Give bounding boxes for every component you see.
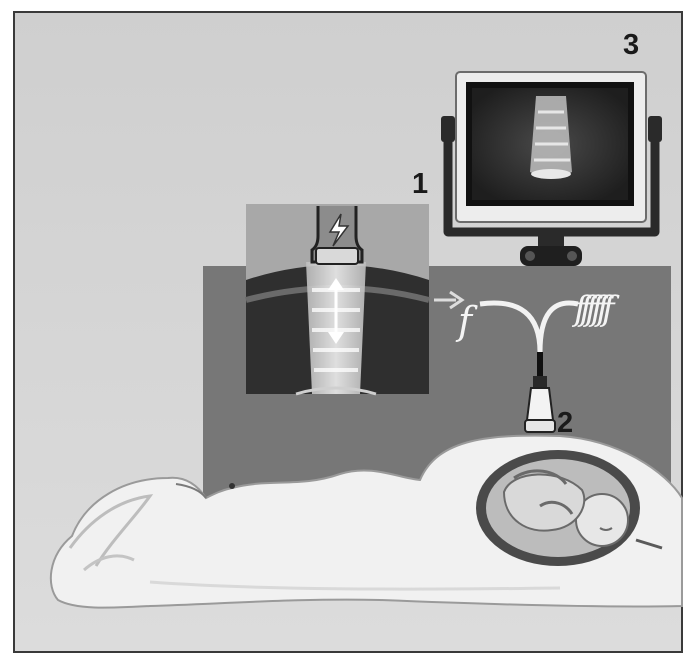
monitor-knob-right: [567, 251, 577, 261]
inset-piezo-crystal: [316, 248, 358, 264]
probe-head: [525, 420, 555, 432]
probe-handle: [527, 388, 553, 420]
callout-1: 1: [412, 168, 428, 200]
chin-mark: [229, 483, 235, 489]
probe-strain-relief: [533, 376, 547, 388]
screen-echo-highlight: [531, 169, 571, 179]
monitor-knob-left: [525, 251, 535, 261]
transducer-detail-inset: [246, 204, 429, 394]
monitor-left-hinge: [441, 116, 455, 142]
screen-ultrasound-image: [530, 96, 572, 178]
callout-2: 2: [557, 407, 573, 439]
callout-3: 3: [623, 29, 639, 61]
monitor-right-hinge: [648, 116, 662, 142]
